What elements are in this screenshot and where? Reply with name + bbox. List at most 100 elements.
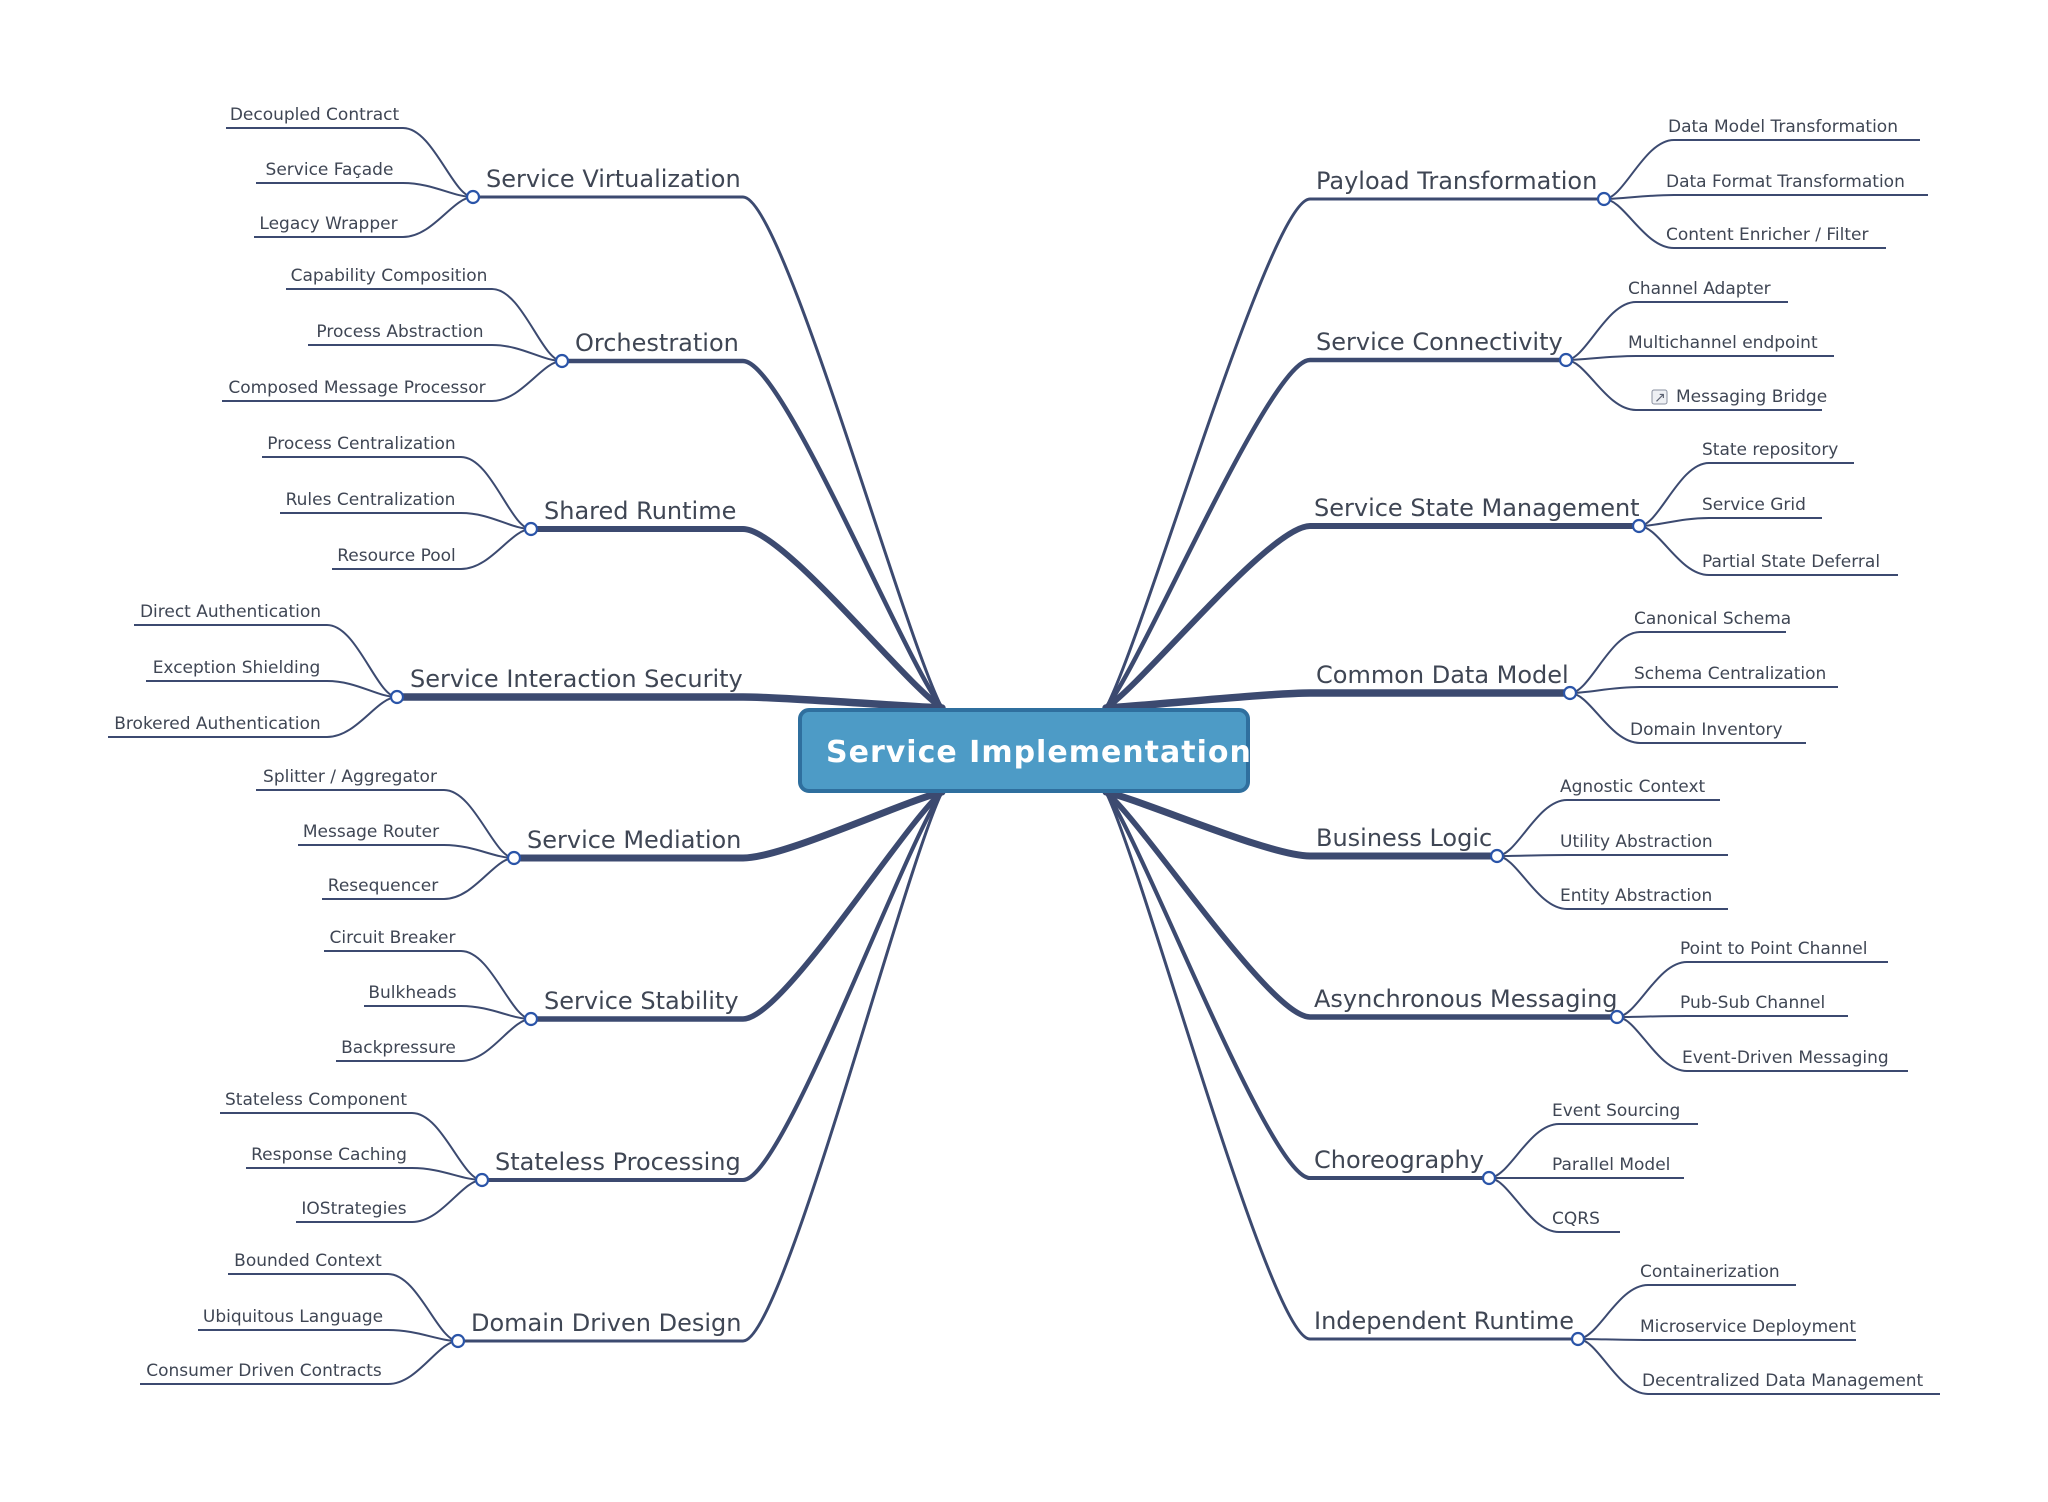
leaf-connector <box>1496 855 1728 910</box>
subtopic-iostrategies[interactable]: IOStrategies <box>301 1199 406 1219</box>
subtopic-label: Exception Shielding <box>153 658 321 678</box>
subtopic-label: Process Abstraction <box>316 322 483 342</box>
subtopic-brokered-authentication[interactable]: Brokered Authentication <box>114 714 320 734</box>
subtopic-event-driven-messaging[interactable]: Event-Driven Messaging <box>1682 1048 1889 1068</box>
subtopic-label: Pub-Sub Channel <box>1680 993 1825 1013</box>
subtopic-splitter-aggregator[interactable]: Splitter / Aggregator <box>263 767 437 787</box>
collapse-toggle-service-state-management[interactable] <box>1631 518 1647 534</box>
collapse-toggle-service-stability[interactable] <box>523 1011 539 1027</box>
subtopic-content-enricher-filter[interactable]: Content Enricher / Filter <box>1666 225 1868 245</box>
branch-topic-common-data-model[interactable]: Common Data Model <box>1316 661 1569 689</box>
subtopic-canonical-schema[interactable]: Canonical Schema <box>1634 609 1791 629</box>
subtopic-label: Schema Centralization <box>1634 664 1826 684</box>
subtopic-event-sourcing[interactable]: Event Sourcing <box>1552 1101 1680 1121</box>
subtopic-direct-authentication[interactable]: Direct Authentication <box>140 602 321 622</box>
subtopic-circuit-breaker[interactable]: Circuit Breaker <box>330 928 456 948</box>
branch-topic-service-connectivity[interactable]: Service Connectivity <box>1316 328 1563 356</box>
connector-service-virtualization <box>471 195 944 710</box>
link-icon[interactable]: ↗ <box>1651 389 1668 406</box>
subtopic-multichannel-endpoint[interactable]: Multichannel endpoint <box>1628 333 1818 353</box>
subtopic-bulkheads[interactable]: Bulkheads <box>368 983 456 1003</box>
subtopic-point-to-point-channel[interactable]: Point to Point Channel <box>1680 939 1868 959</box>
leaf-connector <box>1496 799 1720 857</box>
branch-topic-service-stability[interactable]: Service Stability <box>544 987 739 1015</box>
collapse-toggle-payload-transformation[interactable] <box>1596 191 1612 207</box>
subtopic-process-centralization[interactable]: Process Centralization <box>267 434 455 454</box>
subtopic-parallel-model[interactable]: Parallel Model <box>1552 1155 1670 1175</box>
branch-topic-payload-transformation[interactable]: Payload Transformation <box>1316 167 1597 195</box>
connector-business-logic <box>1102 788 1501 860</box>
subtopic-decentralized-data-management[interactable]: Decentralized Data Management <box>1642 1371 1924 1391</box>
subtopic-domain-inventory[interactable]: Domain Inventory <box>1630 720 1783 740</box>
subtopic-channel-adapter[interactable]: Channel Adapter <box>1628 279 1771 299</box>
branch-topic-domain-driven-design[interactable]: Domain Driven Design <box>471 1309 741 1337</box>
subtopic-composed-message-processor[interactable]: Composed Message Processor <box>228 378 485 398</box>
collapse-toggle-choreography[interactable] <box>1481 1170 1497 1186</box>
subtopic-partial-state-deferral[interactable]: Partial State Deferral <box>1702 552 1880 572</box>
branch-topic-label: Service Interaction Security <box>410 665 743 693</box>
subtopic-consumer-driven-contracts[interactable]: Consumer Driven Contracts <box>146 1361 382 1381</box>
subtopic-process-abstraction[interactable]: Process Abstraction <box>316 322 483 342</box>
branch-topic-independent-runtime[interactable]: Independent Runtime <box>1314 1307 1574 1335</box>
subtopic-message-router[interactable]: Message Router <box>303 822 439 842</box>
svg-text:↗: ↗ <box>1654 390 1666 406</box>
subtopic-data-format-transformation[interactable]: Data Format Transformation <box>1666 172 1905 192</box>
collapse-toggle-service-connectivity[interactable] <box>1558 352 1574 368</box>
subtopic-agnostic-context[interactable]: Agnostic Context <box>1560 777 1706 797</box>
branch-topic-service-interaction-security[interactable]: Service Interaction Security <box>410 665 743 693</box>
subtopic-utility-abstraction[interactable]: Utility Abstraction <box>1560 832 1713 852</box>
subtopic-capability-composition[interactable]: Capability Composition <box>291 266 488 286</box>
branch-topic-shared-runtime[interactable]: Shared Runtime <box>544 497 736 525</box>
collapse-toggle-shared-runtime[interactable] <box>523 521 539 537</box>
collapse-toggle-service-interaction-security[interactable] <box>389 689 405 705</box>
subtopic-label: Legacy Wrapper <box>259 214 397 234</box>
subtopic-bounded-context[interactable]: Bounded Context <box>234 1251 382 1271</box>
subtopic-entity-abstraction[interactable]: Entity Abstraction <box>1560 886 1712 906</box>
branch-topic-choreography[interactable]: Choreography <box>1314 1146 1484 1174</box>
subtopic-data-model-transformation[interactable]: Data Model Transformation <box>1668 117 1898 137</box>
collapse-toggle-domain-driven-design[interactable] <box>450 1333 466 1349</box>
collapse-toggle-common-data-model[interactable] <box>1562 685 1578 701</box>
connector-asynchronous-messaging <box>1103 789 1620 1020</box>
subtopic-pub-sub-channel[interactable]: Pub-Sub Channel <box>1680 993 1825 1013</box>
branch-topic-service-mediation[interactable]: Service Mediation <box>527 826 741 854</box>
collapse-toggle-stateless-processing[interactable] <box>474 1172 490 1188</box>
branch-topic-orchestration[interactable]: Orchestration <box>575 329 739 357</box>
subtopic-resequencer[interactable]: Resequencer <box>328 876 438 896</box>
root-topic-box[interactable] <box>798 708 1250 793</box>
branch-topic-service-state-management[interactable]: Service State Management <box>1314 494 1640 522</box>
branch-topic-service-virtualization[interactable]: Service Virtualization <box>486 165 741 193</box>
subtopic-stateless-component[interactable]: Stateless Component <box>225 1090 407 1110</box>
subtopic-cqrs[interactable]: CQRS <box>1552 1209 1600 1229</box>
leaf-connector <box>1569 631 1786 694</box>
subtopic-containerization[interactable]: Containerization <box>1640 1262 1780 1282</box>
subtopic-state-repository[interactable]: State repository <box>1702 440 1838 460</box>
subtopic-exception-shielding[interactable]: Exception Shielding <box>153 658 321 678</box>
subtopic-resource-pool[interactable]: Resource Pool <box>337 546 456 566</box>
collapse-toggle-service-mediation[interactable] <box>506 850 522 866</box>
subtopic-legacy-wrapper[interactable]: Legacy Wrapper <box>259 214 397 234</box>
branch-topic-stateless-processing[interactable]: Stateless Processing <box>495 1148 741 1176</box>
collapse-toggle-orchestration[interactable] <box>554 353 570 369</box>
branch-topic-asynchronous-messaging[interactable]: Asynchronous Messaging <box>1314 985 1618 1013</box>
subtopic-ubiquitous-language[interactable]: Ubiquitous Language <box>203 1307 383 1327</box>
subtopic-schema-centralization[interactable]: Schema Centralization <box>1634 664 1826 684</box>
subtopic-service-fa-ade[interactable]: Service Façade <box>266 160 394 180</box>
branch-topic-business-logic[interactable]: Business Logic <box>1316 824 1492 852</box>
subtopic-service-grid[interactable]: Service Grid <box>1702 495 1806 515</box>
root-topic[interactable]: Service Implementation <box>798 708 1252 793</box>
collapse-toggle-service-virtualization[interactable] <box>465 189 481 205</box>
subtopic-rules-centralization[interactable]: Rules Centralization <box>286 490 456 510</box>
collapse-toggle-independent-runtime[interactable] <box>1570 1331 1586 1347</box>
subtopic-backpressure[interactable]: Backpressure <box>341 1038 456 1058</box>
subtopic-messaging-bridge[interactable]: ↗Messaging Bridge <box>1651 387 1827 407</box>
subtopic-decoupled-contract[interactable]: Decoupled Contract <box>230 105 400 125</box>
connector-service-connectivity <box>1103 357 1569 711</box>
collapse-toggle-asynchronous-messaging[interactable] <box>1609 1009 1625 1025</box>
subtopic-response-caching[interactable]: Response Caching <box>251 1145 407 1165</box>
root-topic-label: Service Implementation <box>826 735 1252 770</box>
collapse-toggle-business-logic[interactable] <box>1489 848 1505 864</box>
leaf-connector <box>364 1005 532 1020</box>
subtopic-microservice-deployment[interactable]: Microservice Deployment <box>1640 1317 1856 1337</box>
leaf-connector <box>134 624 398 698</box>
